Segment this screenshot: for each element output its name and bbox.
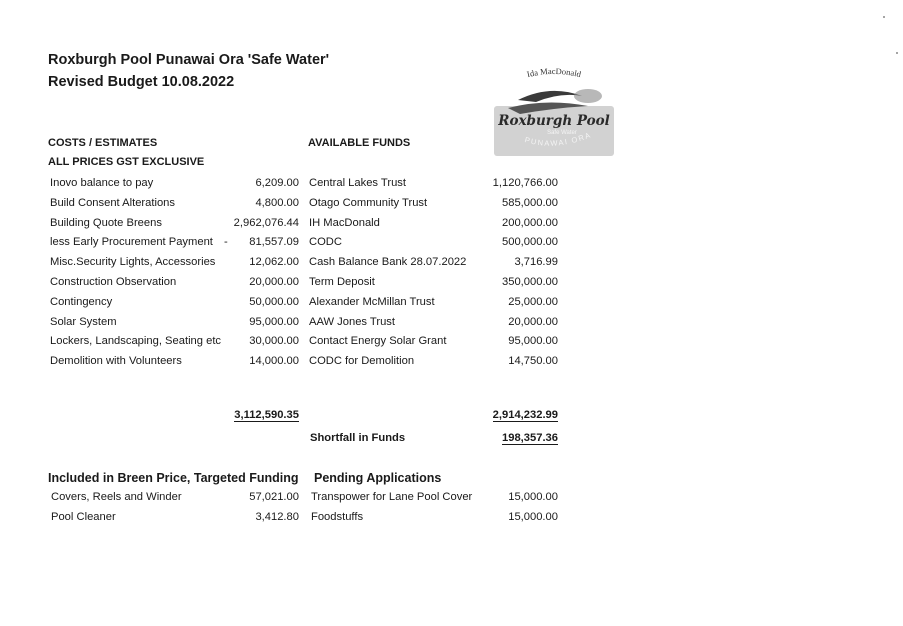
fund-item-amount: 20,000.00 bbox=[508, 315, 558, 328]
cost-item-amount: 14,000.00 bbox=[249, 355, 299, 368]
cost-item-amount: 4,800.00 bbox=[255, 196, 299, 209]
cost-item-amount: 30,000.00 bbox=[249, 335, 299, 348]
fund-item-label: Central Lakes Trust bbox=[309, 177, 406, 189]
fund-item-amount: 350,000.00 bbox=[502, 276, 558, 288]
funds-header: AVAILABLE FUNDS bbox=[308, 137, 411, 149]
logo-top-text: Ida MacDonald bbox=[526, 66, 583, 79]
svg-text:Ida MacDonald: Ida MacDonald bbox=[526, 66, 583, 79]
shortfall-label: Shortfall in Funds bbox=[310, 432, 406, 444]
fund-item-label: IH MacDonald bbox=[309, 216, 380, 229]
fund-item-label: CODC bbox=[309, 236, 342, 249]
cost-item-amount: 12,062.00 bbox=[249, 256, 299, 269]
fund-item-amount: 500,000.00 bbox=[502, 236, 558, 249]
cost-item-label: less Early Procurement Payment bbox=[50, 236, 213, 249]
roxburgh-pool-logo: Ida MacDonald Roxburgh Pool Safe Water P… bbox=[490, 62, 618, 158]
scan-speck bbox=[896, 52, 898, 54]
cost-item-label: Demolition with Volunteers bbox=[50, 355, 182, 368]
pending-item-label: Foodstuffs bbox=[311, 510, 364, 523]
funds-total: 2,914,232.99 bbox=[492, 409, 558, 422]
fund-item-label: Otago Community Trust bbox=[309, 196, 428, 209]
pending-item-label: Transpower for Lane Pool Cover bbox=[311, 491, 473, 503]
cost-item-label: Build Consent Alterations bbox=[50, 196, 176, 209]
cost-item-label: Misc.Security Lights, Accessories bbox=[50, 256, 216, 269]
cost-item-amount: 2,962,076.44 bbox=[233, 216, 299, 229]
fund-item-amount: 1,120,766.00 bbox=[492, 177, 558, 189]
included-item-label: Covers, Reels and Winder bbox=[51, 491, 182, 503]
cost-item-amount: 20,000.00 bbox=[249, 276, 299, 288]
document-title: Roxburgh Pool Punawai Ora 'Safe Water' bbox=[48, 52, 330, 68]
shortfall-value: 198,357.36 bbox=[502, 432, 558, 445]
included-item-amount: 57,021.00 bbox=[249, 491, 299, 503]
pending-item-amount: 15,000.00 bbox=[508, 491, 558, 503]
logo-sub-text: Safe Water bbox=[547, 130, 577, 136]
cost-item-amount: 81,557.09 bbox=[249, 236, 299, 249]
included-item-amount: 3,412.80 bbox=[255, 510, 299, 523]
fund-item-amount: 200,000.00 bbox=[502, 216, 558, 229]
fund-item-label: Contact Energy Solar Grant bbox=[309, 335, 447, 348]
pending-header: Pending Applications bbox=[314, 471, 442, 485]
fund-item-amount: 585,000.00 bbox=[502, 196, 558, 209]
logo-main-text: Roxburgh Pool bbox=[497, 113, 610, 129]
cost-item-label: Inovo balance to pay bbox=[50, 177, 154, 189]
pool-logo-icon: Ida MacDonald Roxburgh Pool Safe Water P… bbox=[494, 66, 614, 156]
fund-item-amount: 95,000.00 bbox=[508, 335, 558, 348]
cost-item-label: Construction Observation bbox=[50, 276, 177, 288]
cost-item-amount: 50,000.00 bbox=[249, 295, 299, 308]
fund-item-label: Term Deposit bbox=[309, 276, 375, 288]
cost-item-minus-sign: - bbox=[224, 236, 228, 249]
cost-item-label: Lockers, Landscaping, Seating etc bbox=[50, 335, 222, 348]
cost-item-amount: 95,000.00 bbox=[249, 315, 299, 328]
included-header: Included in Breen Price, Targeted Fundin… bbox=[48, 471, 299, 485]
costs-total: 3,112,590.35 bbox=[234, 409, 299, 422]
costs-header: COSTS / ESTIMATES bbox=[48, 137, 158, 149]
scan-speck bbox=[883, 16, 885, 18]
fund-item-amount: 14,750.00 bbox=[508, 355, 558, 368]
cost-item-label: Building Quote Breens bbox=[50, 216, 162, 229]
cost-item-amount: 6,209.00 bbox=[255, 177, 299, 189]
fund-item-amount: 3,716.99 bbox=[514, 256, 558, 269]
cost-item-label: Solar System bbox=[50, 315, 117, 328]
fund-item-amount: 25,000.00 bbox=[508, 295, 558, 308]
fund-item-label: Cash Balance Bank 28.07.2022 bbox=[309, 256, 467, 269]
pending-item-amount: 15,000.00 bbox=[508, 510, 558, 523]
fund-item-label: AAW Jones Trust bbox=[309, 315, 396, 328]
fund-item-label: Alexander McMillan Trust bbox=[309, 295, 435, 308]
included-item-label: Pool Cleaner bbox=[51, 510, 116, 523]
fund-item-label: CODC for Demolition bbox=[309, 355, 415, 368]
document-subtitle: Revised Budget 10.08.2022 bbox=[48, 74, 235, 90]
cost-item-label: Contingency bbox=[50, 295, 113, 308]
costs-subheader: ALL PRICES GST EXCLUSIVE bbox=[48, 156, 205, 168]
